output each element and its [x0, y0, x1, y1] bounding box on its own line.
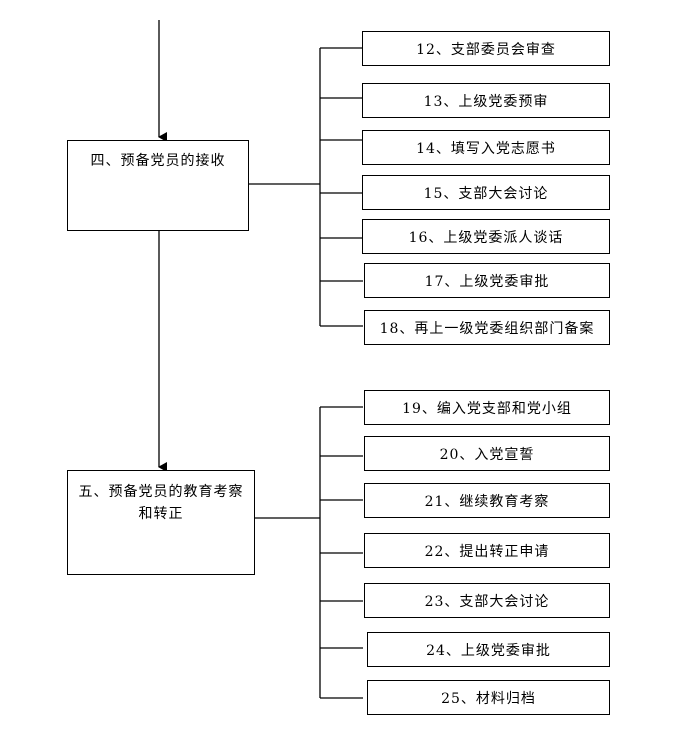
stage4-title: 四、预备党员的接收 [90, 153, 226, 169]
step-24: 24、上级党委审批 [367, 632, 610, 667]
step-20: 20、入党宣誓 [364, 436, 610, 471]
step-15: 15、支部大会讨论 [362, 175, 610, 210]
step-12: 12、支部委员会审查 [362, 31, 610, 66]
step-17: 17、上级党委审批 [364, 263, 610, 298]
stage5-box: 五、预备党员的教育考察 和转正 [67, 470, 255, 575]
stage4-box: 四、预备党员的接收 [67, 140, 249, 231]
stage5-title-line2: 和转正 [138, 506, 184, 522]
step-16: 16、上级党委派人谈话 [362, 219, 610, 254]
step-18: 18、再上一级党委组织部门备案 [364, 310, 610, 345]
stage5-title-line1: 五、预备党员的教育考察 [78, 484, 244, 500]
step-13: 13、上级党委预审 [362, 83, 610, 118]
step-25: 25、材料归档 [367, 680, 610, 715]
step-21: 21、继续教育考察 [364, 483, 610, 518]
step-22: 22、提出转正申请 [364, 533, 610, 568]
step-14: 14、填写入党志愿书 [362, 130, 610, 165]
step-23: 23、支部大会讨论 [364, 583, 610, 618]
step-19: 19、编入党支部和党小组 [364, 390, 610, 425]
